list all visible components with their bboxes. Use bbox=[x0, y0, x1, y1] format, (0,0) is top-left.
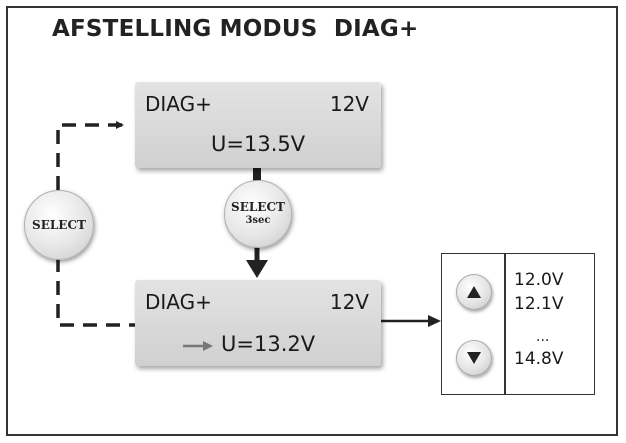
screen-bottom-battery: 12V bbox=[329, 290, 369, 314]
range-divider bbox=[504, 254, 506, 394]
screen-bottom-reading: U=13.2V bbox=[221, 332, 316, 356]
range-value-step: 12.1V bbox=[514, 294, 564, 314]
dashed-loop-top bbox=[56, 121, 124, 190]
down-button[interactable] bbox=[456, 340, 492, 376]
range-arrowhead bbox=[428, 315, 441, 327]
arrow-right-icon bbox=[183, 341, 213, 351]
screen-top-mode: DIAG+ bbox=[145, 92, 212, 116]
select-button-hold[interactable]: SELECT 3sec bbox=[224, 180, 292, 248]
up-button[interactable] bbox=[456, 274, 492, 310]
diagram-title: AFSTELLING MODUS DIAG+ bbox=[52, 16, 419, 42]
range-value-max: 14.8V bbox=[514, 349, 564, 369]
range-value-ellipsis: ... bbox=[536, 329, 550, 345]
down-arrowhead bbox=[246, 260, 268, 278]
voltage-range-panel: 12.0V 12.1V ... 14.8V bbox=[441, 253, 595, 395]
select-middle-label: SELECT bbox=[231, 200, 285, 214]
select-button-left[interactable]: SELECT bbox=[24, 190, 94, 260]
select-left-label: SELECT bbox=[32, 218, 86, 232]
screen-top-reading: U=13.5V bbox=[211, 132, 306, 156]
triangle-down-icon bbox=[467, 352, 481, 364]
lcd-screen-top: DIAG+ 12V U=13.5V bbox=[135, 82, 381, 168]
triangle-up-icon bbox=[467, 286, 481, 298]
dashed-loop-bottom bbox=[56, 258, 135, 327]
range-value-min: 12.0V bbox=[514, 270, 564, 290]
select-middle-duration: 3sec bbox=[245, 215, 271, 226]
screen-top-battery: 12V bbox=[329, 92, 369, 116]
screen-bottom-mode: DIAG+ bbox=[145, 290, 212, 314]
lcd-screen-bottom: DIAG+ 12V U=13.2V bbox=[135, 280, 381, 366]
